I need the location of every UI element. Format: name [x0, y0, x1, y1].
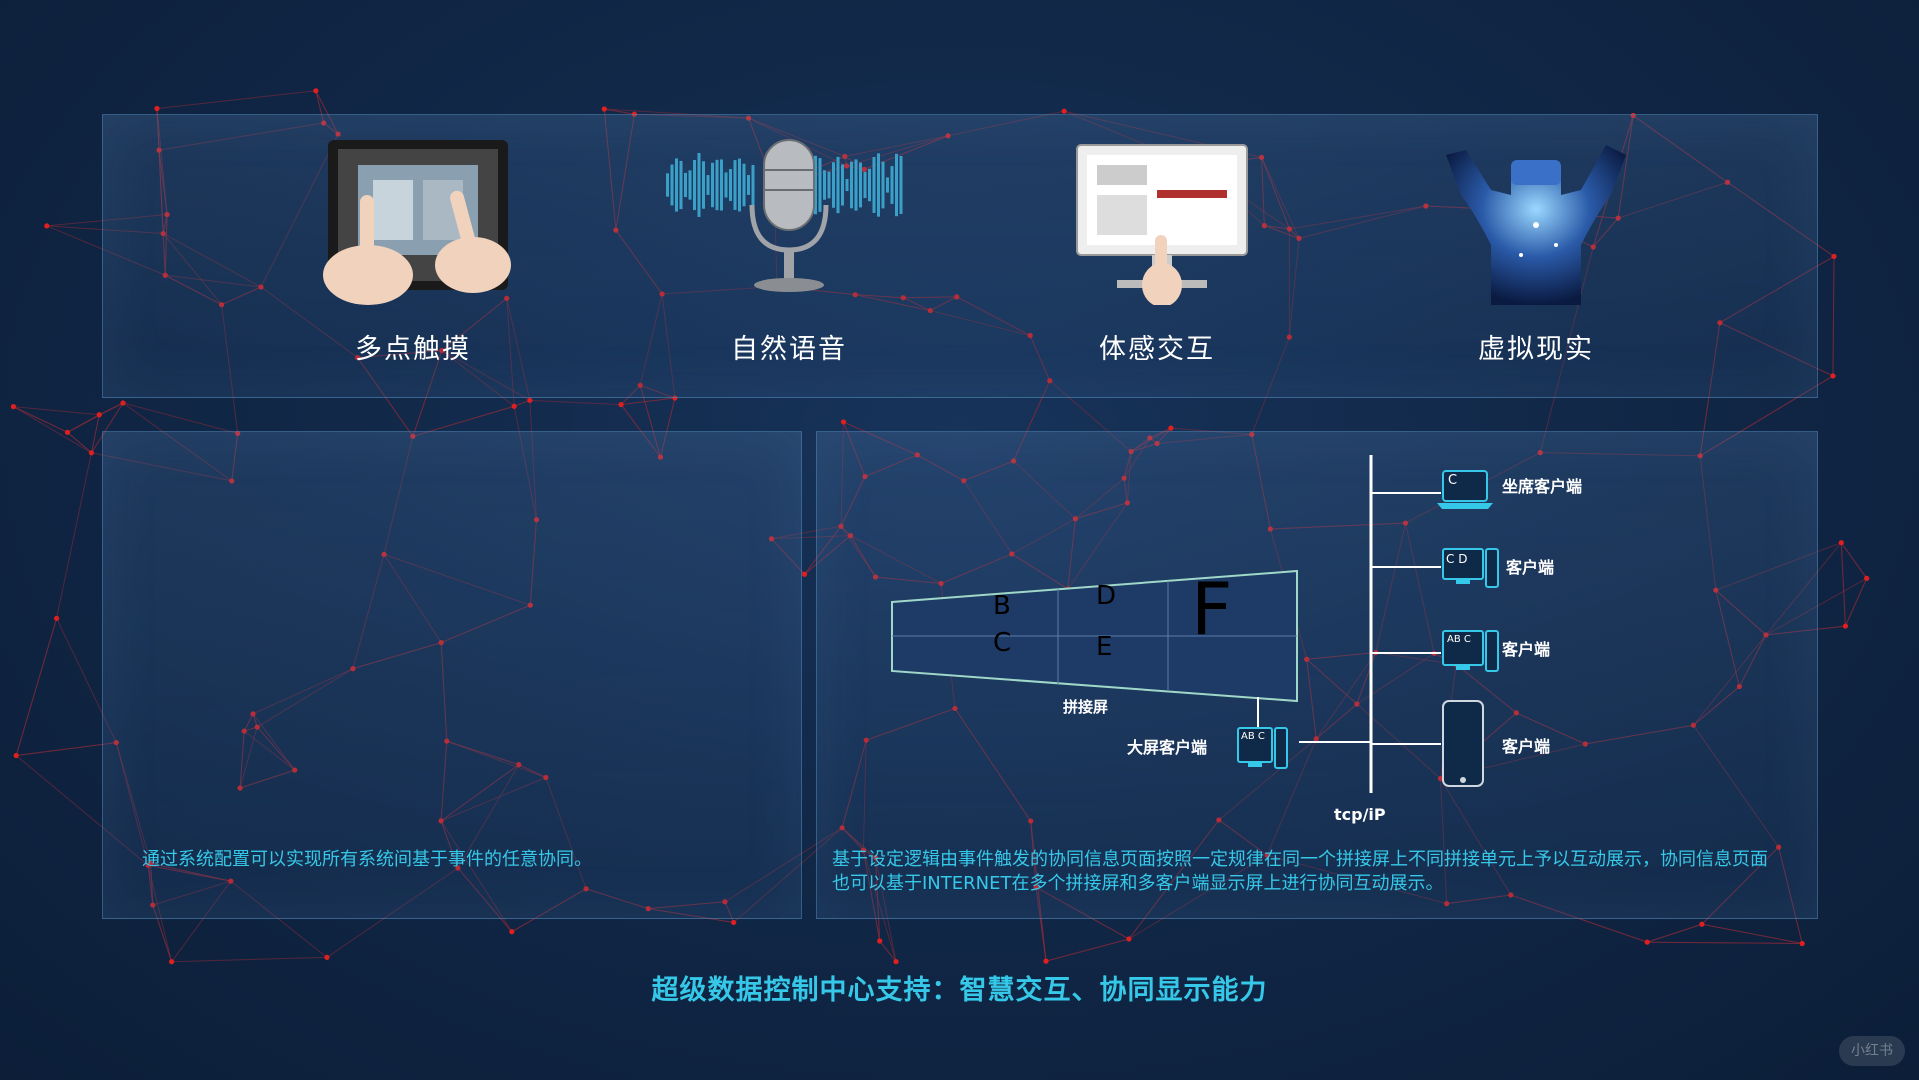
feature-label: 体感交互	[1099, 334, 1215, 365]
feature-multi-touch: 多点触摸	[263, 115, 563, 397]
bigscreen-client-label: 大屏客户端	[1127, 738, 1208, 757]
desktop-icon	[1442, 630, 1499, 672]
screen-letter-f: F	[1191, 567, 1233, 651]
page-title: 超级数据控制中心支持：智慧交互、协同显示能力	[651, 975, 1268, 1006]
bigscreen-client-icon	[1237, 727, 1288, 769]
screen-letter-b: B	[993, 591, 1011, 621]
watermark: 小红书	[1839, 1036, 1905, 1066]
client-label-seat: 坐席客户端	[1502, 477, 1583, 496]
vr-headset-icon	[1446, 145, 1626, 305]
client-label: 客户端	[1502, 640, 1551, 659]
client-label: 客户端	[1502, 737, 1551, 756]
screen-letter-e: E	[1096, 632, 1113, 662]
video-wall-label: 拼接屏	[1063, 698, 1109, 716]
tcp-ip-label: tcp/iP	[1334, 805, 1386, 824]
client-screen-text: C	[1448, 473, 1458, 488]
network-diagram: B C D E F 拼接屏 大屏客户端 tcp/iP 坐席客户端 客户端 客户端…	[816, 431, 1816, 851]
motion-interaction-icon	[1076, 144, 1248, 305]
client-screen-text: AB C	[1447, 634, 1471, 645]
feature-motion: 体感交互	[1007, 115, 1307, 397]
multi-touch-icon	[323, 140, 511, 305]
right-caption: 基于设定逻辑由事件触发的协同信息页面按照一定规律在同一个拼接屏上不同拼接单元上予…	[832, 849, 1768, 894]
feature-label: 多点触摸	[355, 334, 471, 365]
laptop-icon	[1437, 470, 1493, 509]
feature-label: 虚拟现实	[1478, 334, 1594, 365]
feature-label: 自然语音	[731, 334, 847, 365]
event-collaboration-panel	[102, 431, 802, 919]
bigscreen-client-screen-text: AB C	[1241, 731, 1265, 742]
diagram-graphics	[891, 455, 1499, 793]
feature-vr: 虚拟现实	[1386, 115, 1686, 397]
client-label: 客户端	[1506, 558, 1555, 577]
screen-letter-c: C	[993, 628, 1012, 658]
feature-voice: 自然语音	[639, 115, 939, 397]
feature-panel: 多点触摸 自然语音	[102, 114, 1818, 398]
screen-letter-d: D	[1096, 581, 1117, 611]
desktop-icon	[1442, 548, 1499, 588]
phone-icon	[1442, 700, 1484, 787]
microphone-icon	[666, 139, 903, 292]
left-caption: 通过系统配置可以实现所有系统间基于事件的任意协同。	[142, 849, 592, 870]
client-screen-text: C D	[1446, 552, 1468, 566]
